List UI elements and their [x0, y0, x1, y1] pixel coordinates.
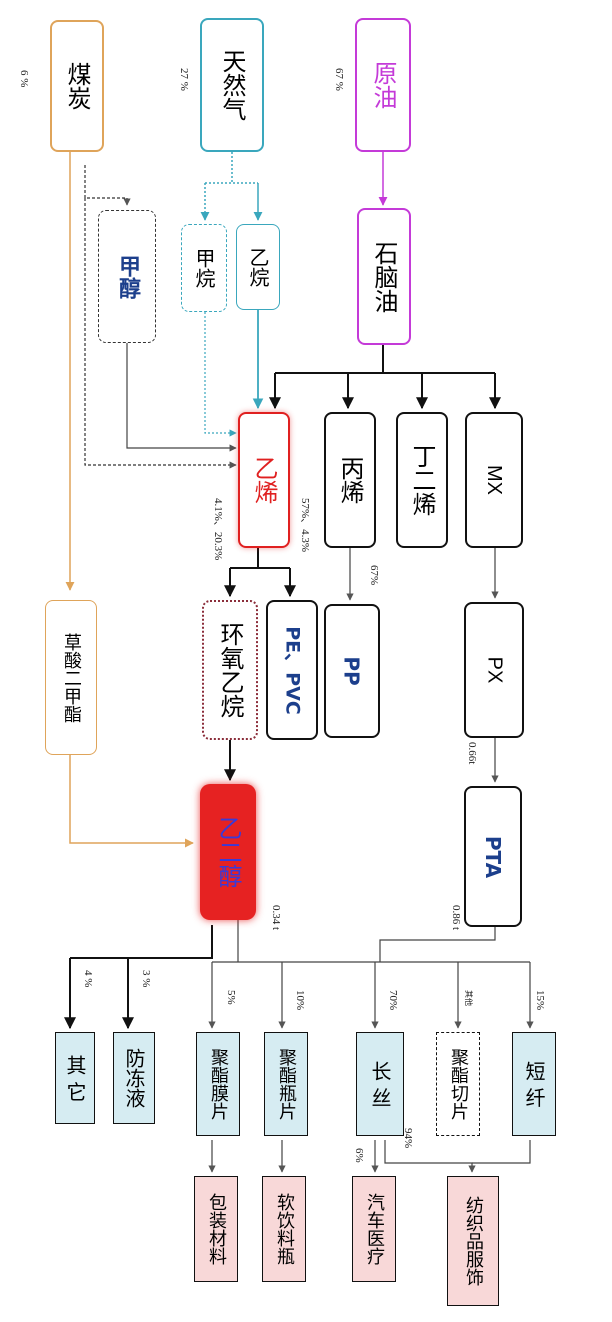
arrow-filament-textile [384, 1140, 476, 1173]
arrow-coal-methanol [84, 165, 131, 206]
pct-ethylene-right: 57%、4.3% [299, 498, 311, 553]
arrow-meg-pta-join [237, 920, 496, 962]
arrow-staple-textile [472, 1140, 531, 1164]
node-naphtha: 石脑油 [357, 208, 411, 345]
node-auto-medical: 汽车医疗 [352, 1176, 396, 1282]
node-pta: PTA [464, 786, 522, 927]
node-meg: 乙二醇 [200, 784, 256, 920]
node-staple-fiber: 短 纤 [512, 1032, 556, 1136]
pct-polyester-bottle: 10% [294, 990, 306, 1011]
node-ethylene: 乙烯 [238, 412, 290, 548]
pct-other: 4 % [82, 970, 94, 988]
node-soft-drink-bottle: 软饮料瓶 [262, 1176, 306, 1282]
arrow-ethylene-branch [230, 548, 290, 569]
node-natural-gas: 天然气 [200, 18, 264, 152]
arrow-oxalate-meg [69, 755, 194, 848]
pct-filament-textile: 94% [402, 1128, 414, 1149]
node-filament: 长 丝 [356, 1032, 404, 1136]
node-pe-pvc: PE、PVC [266, 600, 318, 740]
pct-polyester-film: 5% [225, 990, 237, 1005]
node-px: PX [464, 602, 524, 738]
pct-antifreeze: 3 % [140, 970, 152, 988]
node-polyester-film: 聚酯膜片 [196, 1032, 240, 1136]
node-propylene: 丙烯 [324, 412, 376, 548]
arrow-methanol-ethylene [126, 343, 237, 452]
node-ethane: 乙烷 [236, 224, 280, 310]
node-methanol: 甲醇 [98, 210, 156, 343]
pct-staple-fiber: 15% [534, 990, 546, 1011]
pct-ethylene-left: 4.1%、20.3% [212, 498, 224, 561]
pct-filament: 70% [387, 990, 399, 1011]
node-antifreeze: 防冻液 [113, 1032, 155, 1124]
node-methane: 甲烷 [181, 224, 227, 312]
node-pp: PP [324, 604, 380, 738]
pct-pta-out: 0.86 t [450, 905, 462, 931]
node-textile-apparel: 纺织品服饰 [447, 1176, 499, 1306]
arrow-coal-ethylene [84, 198, 237, 469]
node-crude-oil: 原油 [355, 18, 411, 152]
node-mx: MX [465, 412, 523, 548]
arrow-naphtha-branch [275, 345, 495, 374]
pct-polyester-chip: 其他 [464, 990, 473, 1006]
node-ethylene-oxide: 环氧乙烷 [202, 600, 258, 740]
node-coal: 煤炭 [50, 20, 104, 152]
arrow-meg-branch [70, 925, 213, 959]
node-dimethyl-oxalate: 草酸二甲酯 [45, 600, 97, 755]
pct-meg-out: 0.34 t [270, 905, 282, 931]
pct-coal: 6 % [18, 70, 30, 88]
pct-px-pta: 0.66t [466, 742, 478, 765]
pct-natural-gas: 27 % [178, 68, 190, 91]
node-butadiene: 丁二烯 [396, 412, 448, 548]
node-other: 其 它 [55, 1032, 95, 1124]
node-polyester-bottle: 聚酯瓶片 [264, 1032, 308, 1136]
arrow-gas-branch [205, 152, 258, 184]
pct-propylene-pp: 67% [368, 565, 380, 586]
pct-filament-auto: 6% [353, 1148, 365, 1163]
node-polyester-chip: 聚酯切片 [436, 1032, 480, 1136]
node-packaging: 包装材料 [194, 1176, 238, 1282]
arrow-methane-ethylene [204, 312, 237, 437]
pct-crude-oil: 67 % [333, 68, 345, 91]
